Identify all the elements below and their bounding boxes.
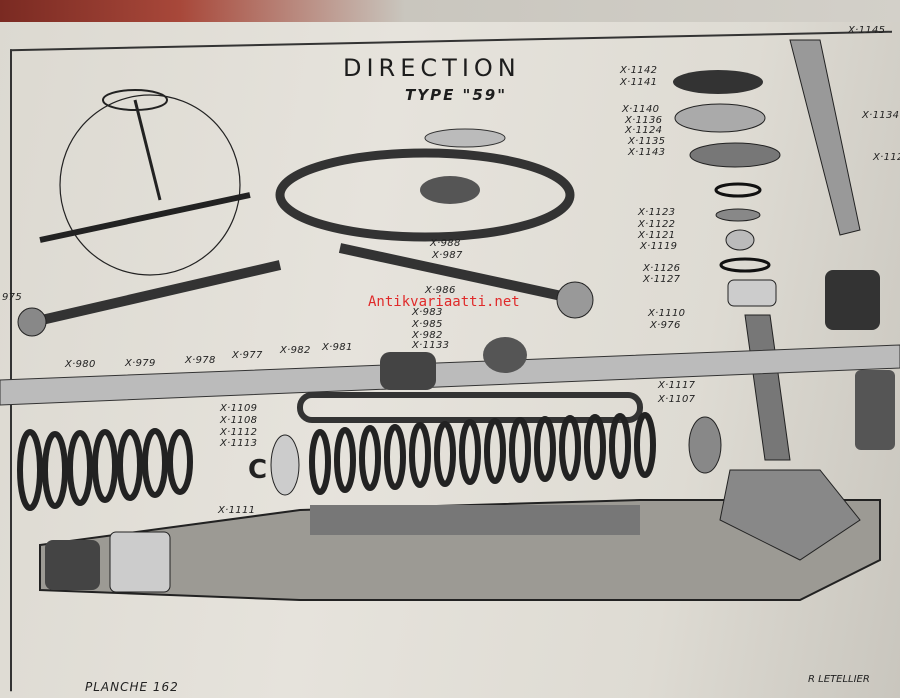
part-label: X·1113 xyxy=(220,438,258,449)
part-label: X·1134 xyxy=(862,110,900,121)
part-label: X·1141 xyxy=(620,77,658,88)
part-label: X·1112 xyxy=(220,427,258,438)
circlip: C xyxy=(248,455,267,485)
gasket xyxy=(673,70,763,94)
diagram-title: DIRECTION xyxy=(343,54,521,82)
pinion xyxy=(744,314,791,461)
inset-column xyxy=(133,99,162,201)
inset-rack xyxy=(39,192,251,243)
part-label: X·1107 xyxy=(658,394,696,405)
part-label: 975 xyxy=(2,292,22,303)
bellows xyxy=(17,428,193,511)
part-label: X·1122 xyxy=(638,219,676,230)
diagram-subtitle: TYPE "59" xyxy=(405,86,508,104)
steering-column xyxy=(789,39,861,236)
watermark: Antikvariaatti.net xyxy=(368,294,520,310)
pinion-housing xyxy=(719,469,861,561)
tie-rod-left xyxy=(18,260,282,330)
part-label: X·982 xyxy=(412,330,443,341)
part-label: X·1121 xyxy=(638,230,676,241)
part-label: X·981 xyxy=(322,342,353,353)
part-label: X·1126 xyxy=(643,263,681,274)
part-label: X·1108 xyxy=(220,415,258,426)
rack-guide xyxy=(297,392,643,423)
background-object xyxy=(0,0,900,22)
part-label: X·112 xyxy=(873,152,900,163)
part-label: X·1111 xyxy=(218,505,256,516)
part-label: X·1145 xyxy=(848,25,886,36)
end-washer xyxy=(270,434,300,496)
part-label: X·1123 xyxy=(638,207,676,218)
part-label: X·987 xyxy=(432,250,463,261)
tie-rod-right xyxy=(338,243,582,305)
part-label: X·985 xyxy=(412,319,443,330)
part-label: X·1119 xyxy=(640,241,678,252)
spring xyxy=(309,412,656,495)
plate-number: PLANCHE 162 xyxy=(85,680,179,694)
column-bush xyxy=(855,370,895,450)
part-label: X·978 xyxy=(185,355,216,366)
part-label: X·1136 xyxy=(625,115,663,126)
bearing xyxy=(727,279,777,307)
part-label: X·976 xyxy=(650,320,681,331)
part-label: X·986 xyxy=(425,285,456,296)
part-label: X·983 xyxy=(412,307,443,318)
part-label: X·1133 xyxy=(412,340,450,351)
illustrator-credit: R LETELLIER xyxy=(808,674,870,685)
part-label: X·988 xyxy=(430,238,461,249)
column-housing xyxy=(825,270,880,330)
part-label: X·982 xyxy=(280,345,311,356)
steering-hub xyxy=(420,176,480,204)
ball-joint xyxy=(483,337,527,373)
horn-cap xyxy=(424,128,506,148)
rack-sleeve xyxy=(380,352,436,390)
rack-bar xyxy=(0,344,900,406)
part-label: X·1142 xyxy=(620,65,658,76)
part-label: X·1109 xyxy=(220,403,258,414)
flange xyxy=(674,103,766,133)
steering-wheel xyxy=(275,148,575,242)
bracket xyxy=(689,142,781,168)
part-label: X·1143 xyxy=(628,147,666,158)
part-label: X·1140 xyxy=(622,104,660,115)
part-label: X·1110 xyxy=(648,308,686,319)
part-label: X·979 xyxy=(125,358,156,369)
part-label: X·1127 xyxy=(643,274,681,285)
part-label: X·1117 xyxy=(658,380,696,391)
part-label: X·1124 xyxy=(625,125,663,136)
part-label: X·1135 xyxy=(628,136,666,147)
part-label: X·980 xyxy=(65,359,96,370)
part-label: X·977 xyxy=(232,350,263,361)
inset-steering-wheel xyxy=(102,89,168,111)
inset-circle xyxy=(59,94,241,276)
